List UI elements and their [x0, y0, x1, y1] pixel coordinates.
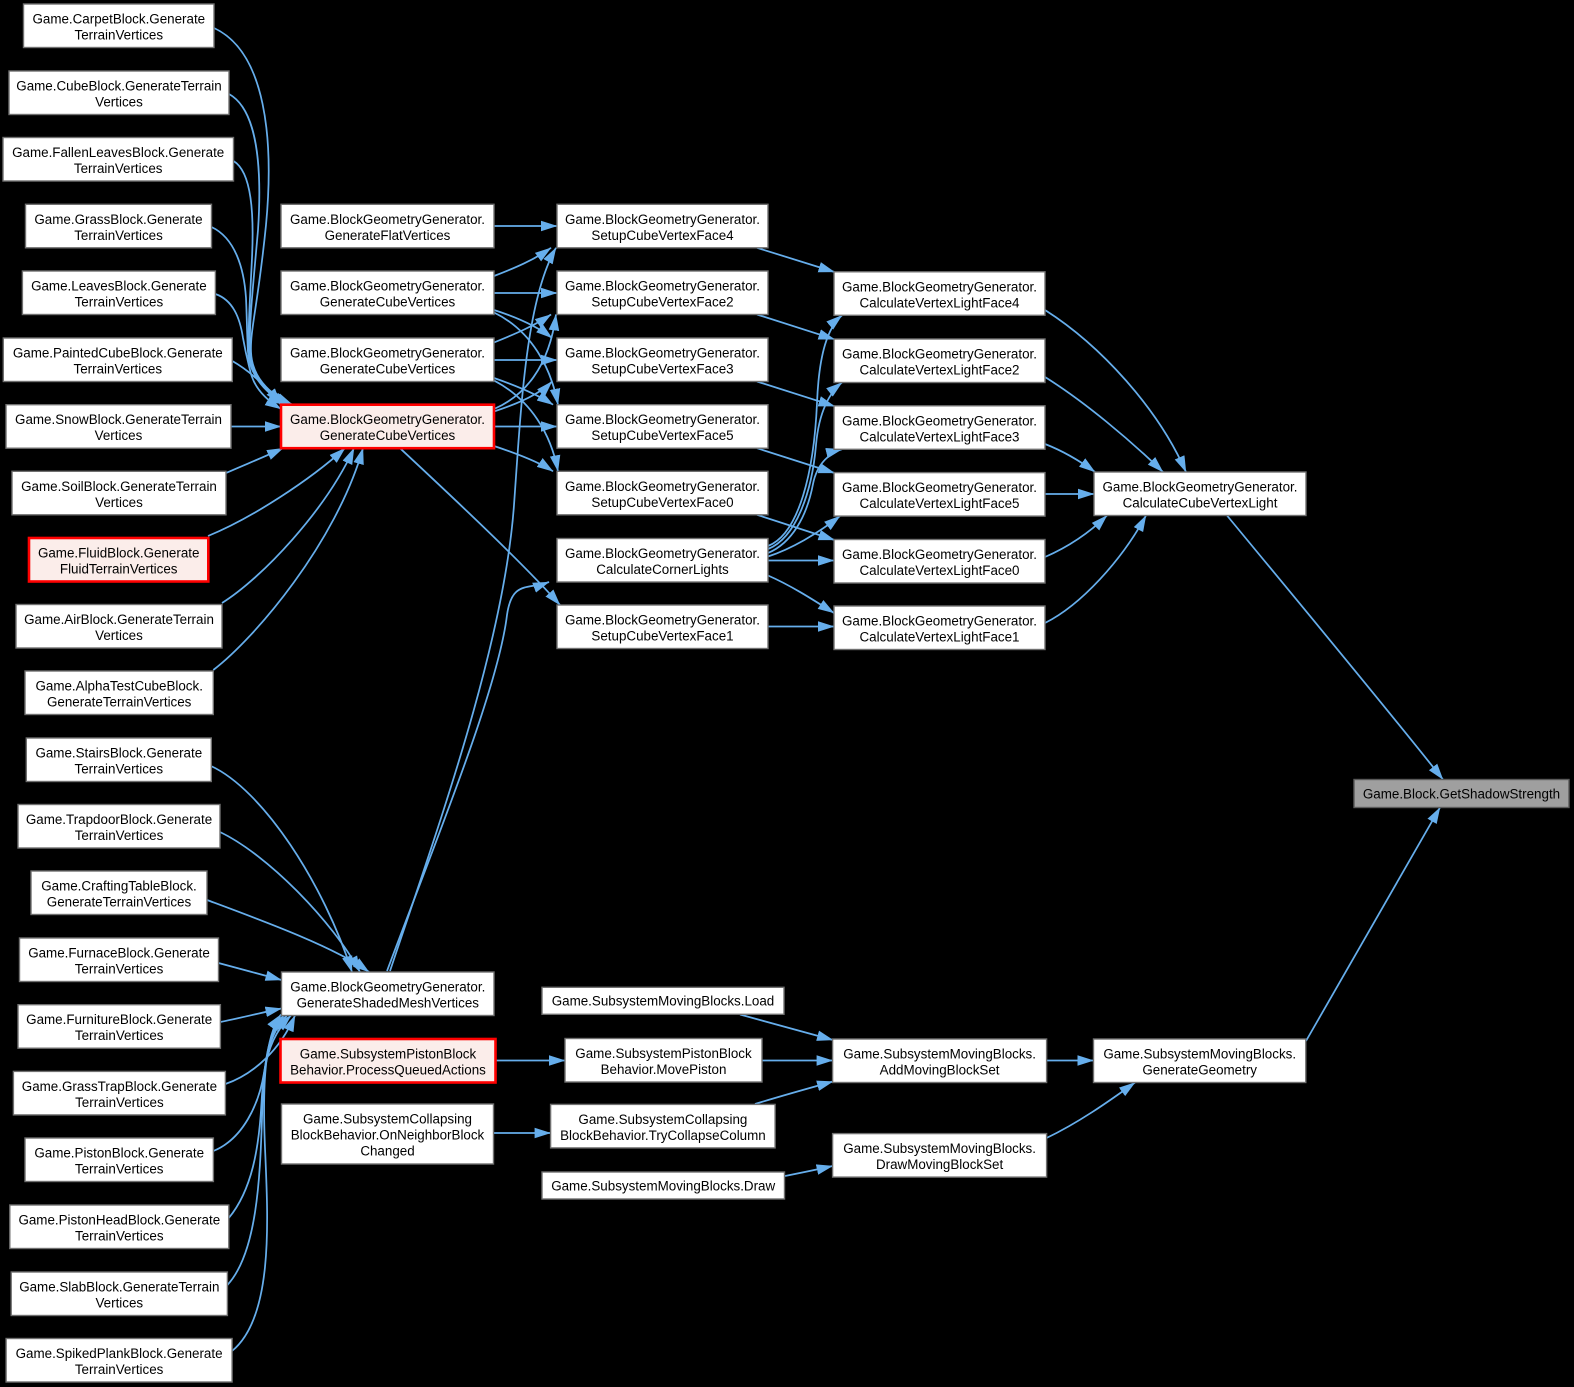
svg-text:Behavior.MovePiston: Behavior.MovePiston [601, 1062, 727, 1077]
svg-text:Game.BlockGeometryGenerator.: Game.BlockGeometryGenerator. [842, 547, 1037, 562]
svg-text:CalculateVertexLightFace5: CalculateVertexLightFace5 [859, 496, 1019, 511]
svg-text:Game.SlabBlock.GenerateTerrain: Game.SlabBlock.GenerateTerrain [19, 1280, 219, 1295]
svg-text:Game.StairsBlock.Generate: Game.StairsBlock.Generate [35, 746, 202, 761]
svg-text:Game.BlockGeometryGenerator.: Game.BlockGeometryGenerator. [565, 279, 760, 294]
svg-text:GenerateShadedMeshVertices: GenerateShadedMeshVertices [297, 996, 480, 1011]
svg-text:BlockBehavior.OnNeighborBlock: BlockBehavior.OnNeighborBlock [291, 1128, 485, 1143]
svg-text:Game.SpikedPlankBlock.Generate: Game.SpikedPlankBlock.Generate [16, 1346, 223, 1361]
svg-text:TerrainVertices: TerrainVertices [75, 1028, 164, 1043]
svg-text:Game.BlockGeometryGenerator.: Game.BlockGeometryGenerator. [565, 412, 760, 427]
svg-text:Game.GrassBlock.Generate: Game.GrassBlock.Generate [34, 212, 202, 227]
svg-text:DrawMovingBlockSet: DrawMovingBlockSet [876, 1157, 1004, 1172]
svg-text:TerrainVertices: TerrainVertices [75, 762, 164, 777]
svg-text:Game.AirBlock.GenerateTerrain: Game.AirBlock.GenerateTerrain [24, 612, 214, 627]
svg-text:Game.BlockGeometryGenerator.: Game.BlockGeometryGenerator. [842, 347, 1037, 362]
svg-text:Game.BlockGeometryGenerator.: Game.BlockGeometryGenerator. [290, 279, 485, 294]
svg-text:Game.CarpetBlock.Generate: Game.CarpetBlock.Generate [32, 12, 205, 27]
svg-text:Game.SoilBlock.GenerateTerrain: Game.SoilBlock.GenerateTerrain [21, 479, 217, 494]
svg-text:TerrainVertices: TerrainVertices [75, 1162, 164, 1177]
svg-text:TerrainVertices: TerrainVertices [75, 295, 164, 310]
svg-text:Game.SubsystemMovingBlocks.: Game.SubsystemMovingBlocks. [843, 1047, 1036, 1062]
svg-text:Game.SubsystemMovingBlocks.Dra: Game.SubsystemMovingBlocks.Draw [551, 1178, 775, 1193]
svg-text:CalculateVertexLightFace1: CalculateVertexLightFace1 [859, 630, 1019, 645]
svg-text:Game.SubsystemPistonBlock: Game.SubsystemPistonBlock [575, 1046, 752, 1061]
svg-text:Vertices: Vertices [95, 95, 143, 110]
svg-text:Vertices: Vertices [95, 628, 143, 643]
svg-text:Game.BlockGeometryGenerator.: Game.BlockGeometryGenerator. [290, 346, 485, 361]
svg-text:GenerateCubeVertices: GenerateCubeVertices [320, 295, 456, 310]
svg-text:Game.CubeBlock.GenerateTerrain: Game.CubeBlock.GenerateTerrain [16, 79, 221, 94]
svg-text:GenerateTerrainVertices: GenerateTerrainVertices [47, 695, 192, 710]
svg-text:Game.SubsystemPistonBlock: Game.SubsystemPistonBlock [300, 1047, 477, 1062]
svg-text:Game.AlphaTestCubeBlock.: Game.AlphaTestCubeBlock. [35, 679, 202, 694]
svg-text:Game.SubsystemCollapsing: Game.SubsystemCollapsing [303, 1112, 472, 1127]
svg-text:Changed: Changed [360, 1144, 414, 1159]
svg-text:CalculateVertexLightFace4: CalculateVertexLightFace4 [859, 295, 1020, 310]
svg-text:FluidTerrainVertices: FluidTerrainVertices [60, 562, 178, 577]
svg-text:TerrainVertices: TerrainVertices [75, 1229, 164, 1244]
svg-text:Game.BlockGeometryGenerator.: Game.BlockGeometryGenerator. [842, 480, 1037, 495]
svg-text:TerrainVertices: TerrainVertices [75, 1095, 164, 1110]
svg-text:TerrainVertices: TerrainVertices [74, 228, 163, 243]
svg-text:Game.CraftingTableBlock.: Game.CraftingTableBlock. [41, 879, 197, 894]
svg-text:Game.FluidBlock.Generate: Game.FluidBlock.Generate [38, 546, 200, 561]
svg-text:TerrainVertices: TerrainVertices [75, 28, 164, 43]
svg-text:SetupCubeVertexFace1: SetupCubeVertexFace1 [591, 629, 733, 644]
svg-text:Game.BlockGeometryGenerator.: Game.BlockGeometryGenerator. [1103, 480, 1298, 495]
svg-text:GenerateCubeVertices: GenerateCubeVertices [320, 428, 456, 443]
svg-text:TerrainVertices: TerrainVertices [75, 1362, 164, 1377]
svg-text:CalculateCornerLights: CalculateCornerLights [596, 562, 729, 577]
svg-text:CalculateVertexLightFace3: CalculateVertexLightFace3 [859, 429, 1019, 444]
svg-text:Game.TrapdoorBlock.Generate: Game.TrapdoorBlock.Generate [26, 812, 212, 827]
svg-text:Game.FallenLeavesBlock.Generat: Game.FallenLeavesBlock.Generate [12, 145, 224, 160]
svg-text:Game.GrassTrapBlock.Generate: Game.GrassTrapBlock.Generate [22, 1079, 217, 1094]
svg-text:Vertices: Vertices [95, 495, 143, 510]
svg-text:CalculateVertexLightFace0: CalculateVertexLightFace0 [859, 563, 1019, 578]
svg-text:BlockBehavior.TryCollapseColum: BlockBehavior.TryCollapseColumn [560, 1128, 766, 1143]
svg-text:TerrainVertices: TerrainVertices [74, 362, 163, 377]
svg-text:SetupCubeVertexFace4: SetupCubeVertexFace4 [591, 228, 734, 243]
svg-text:Game.PaintedCubeBlock.Generate: Game.PaintedCubeBlock.Generate [13, 346, 223, 361]
svg-text:SetupCubeVertexFace5: SetupCubeVertexFace5 [591, 428, 733, 443]
svg-text:Game.BlockGeometryGenerator.: Game.BlockGeometryGenerator. [565, 346, 760, 361]
svg-text:Game.SubsystemMovingBlocks.: Game.SubsystemMovingBlocks. [843, 1141, 1036, 1156]
svg-text:Vertices: Vertices [95, 428, 143, 443]
svg-text:Behavior.ProcessQueuedActions: Behavior.ProcessQueuedActions [290, 1063, 486, 1078]
svg-text:Game.SnowBlock.GenerateTerrain: Game.SnowBlock.GenerateTerrain [15, 412, 222, 427]
svg-text:GenerateGeometry: GenerateGeometry [1142, 1063, 1257, 1078]
svg-text:Game.BlockGeometryGenerator.: Game.BlockGeometryGenerator. [290, 980, 485, 995]
svg-text:Game.SubsystemMovingBlocks.: Game.SubsystemMovingBlocks. [1103, 1047, 1296, 1062]
svg-text:Game.FurnaceBlock.Generate: Game.FurnaceBlock.Generate [28, 946, 210, 961]
svg-text:Game.BlockGeometryGenerator.: Game.BlockGeometryGenerator. [842, 614, 1037, 629]
svg-text:CalculateCubeVertexLight: CalculateCubeVertexLight [1123, 496, 1278, 511]
svg-text:TerrainVertices: TerrainVertices [74, 161, 163, 176]
svg-text:Game.PistonBlock.Generate: Game.PistonBlock.Generate [34, 1146, 204, 1161]
svg-text:GenerateCubeVertices: GenerateCubeVertices [320, 362, 456, 377]
svg-text:SetupCubeVertexFace0: SetupCubeVertexFace0 [591, 495, 733, 510]
svg-text:Game.BlockGeometryGenerator.: Game.BlockGeometryGenerator. [565, 479, 760, 494]
svg-text:Vertices: Vertices [95, 1296, 143, 1311]
svg-text:TerrainVertices: TerrainVertices [75, 828, 164, 843]
svg-text:SetupCubeVertexFace2: SetupCubeVertexFace2 [591, 295, 733, 310]
svg-text:Game.LeavesBlock.Generate: Game.LeavesBlock.Generate [31, 279, 207, 294]
svg-text:GenerateTerrainVertices: GenerateTerrainVertices [47, 895, 192, 910]
svg-text:Game.SubsystemCollapsing: Game.SubsystemCollapsing [578, 1112, 747, 1127]
svg-text:Game.BlockGeometryGenerator.: Game.BlockGeometryGenerator. [565, 212, 760, 227]
svg-text:TerrainVertices: TerrainVertices [75, 962, 164, 977]
svg-text:Game.SubsystemMovingBlocks.Loa: Game.SubsystemMovingBlocks.Load [552, 994, 775, 1009]
svg-text:Game.BlockGeometryGenerator.: Game.BlockGeometryGenerator. [565, 613, 760, 628]
svg-text:Game.Block.GetShadowStrength: Game.Block.GetShadowStrength [1363, 786, 1560, 801]
svg-text:CalculateVertexLightFace2: CalculateVertexLightFace2 [859, 363, 1019, 378]
svg-text:Game.BlockGeometryGenerator.: Game.BlockGeometryGenerator. [290, 212, 485, 227]
svg-text:AddMovingBlockSet: AddMovingBlockSet [880, 1063, 1000, 1078]
svg-text:Game.BlockGeometryGenerator.: Game.BlockGeometryGenerator. [565, 546, 760, 561]
svg-text:GenerateFlatVertices: GenerateFlatVertices [325, 228, 451, 243]
svg-text:Game.PistonHeadBlock.Generate: Game.PistonHeadBlock.Generate [18, 1213, 220, 1228]
svg-text:Game.BlockGeometryGenerator.: Game.BlockGeometryGenerator. [290, 412, 485, 427]
svg-text:Game.BlockGeometryGenerator.: Game.BlockGeometryGenerator. [842, 413, 1037, 428]
svg-text:SetupCubeVertexFace3: SetupCubeVertexFace3 [591, 362, 733, 377]
svg-text:Game.FurnitureBlock.Generate: Game.FurnitureBlock.Generate [26, 1012, 212, 1027]
svg-text:Game.BlockGeometryGenerator.: Game.BlockGeometryGenerator. [842, 279, 1037, 294]
